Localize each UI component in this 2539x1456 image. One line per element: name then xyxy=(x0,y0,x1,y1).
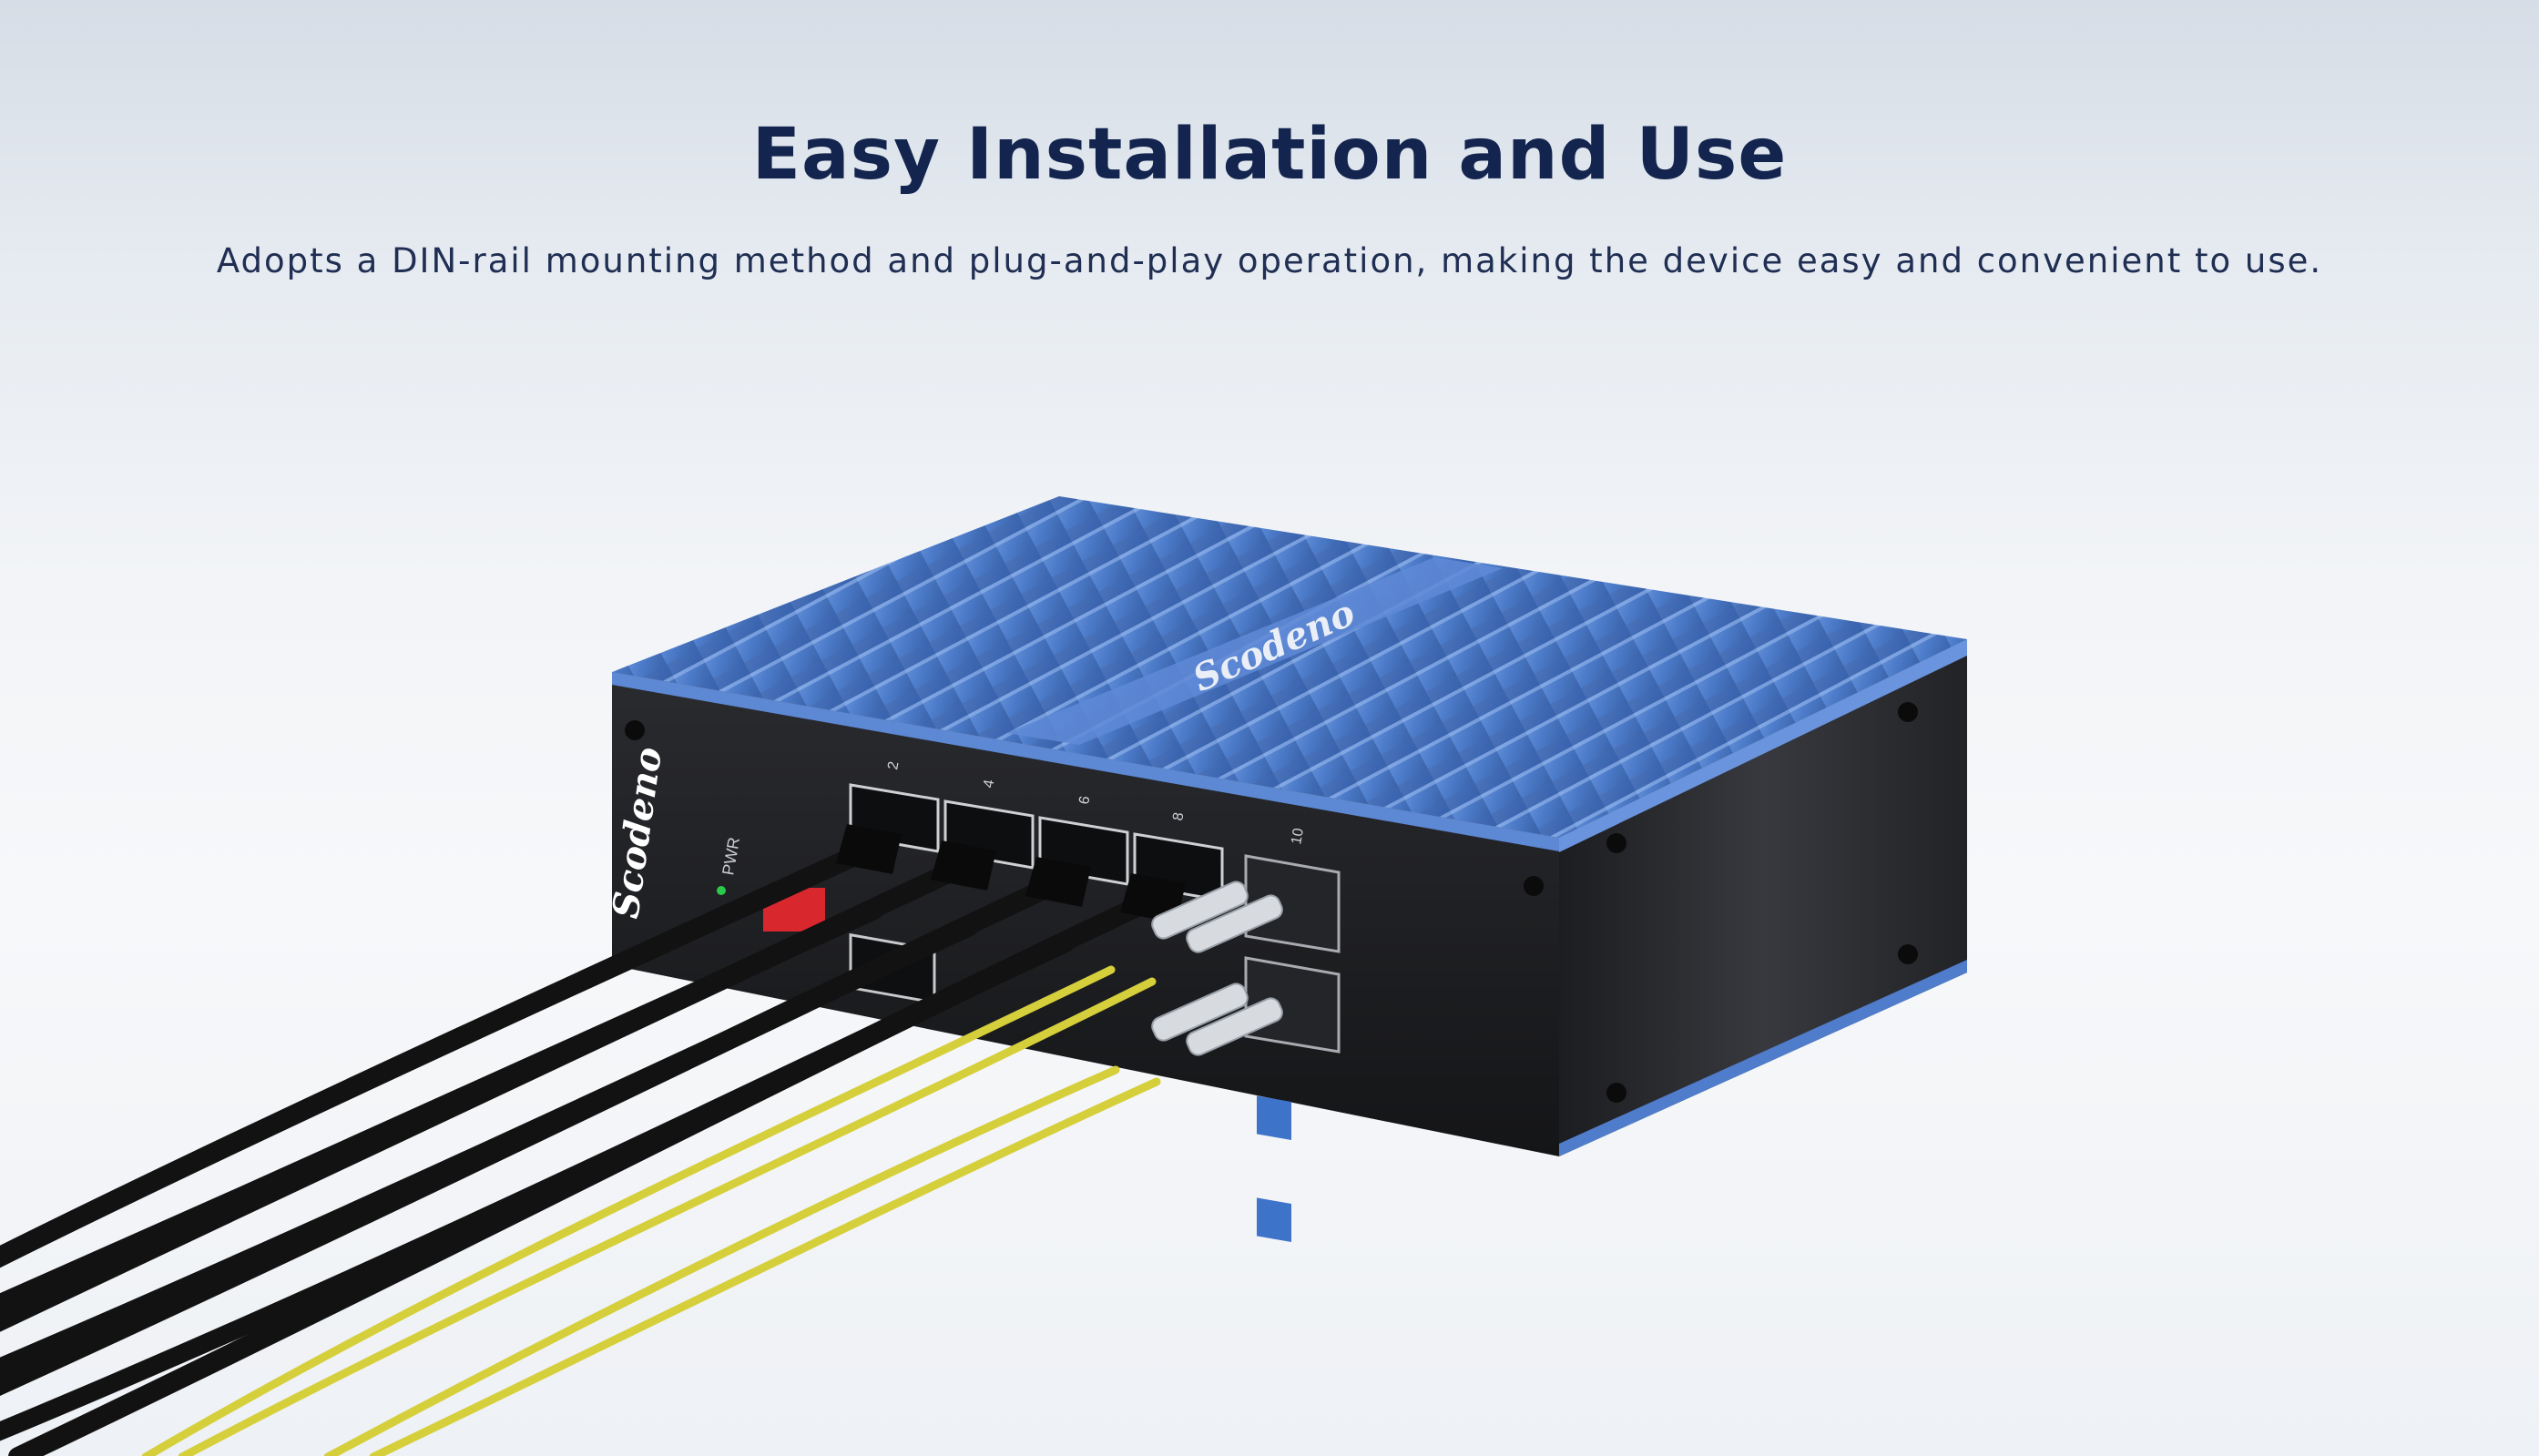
page-subtitle: Adopts a DIN-rail mounting method and pl… xyxy=(216,241,2323,280)
port-number: 10 xyxy=(1289,827,1307,846)
fiber-cables xyxy=(141,965,1161,1456)
screw-icon xyxy=(1606,833,1626,853)
screw-icon xyxy=(625,720,645,740)
pwr-led-icon xyxy=(717,886,726,895)
port-number: 6 xyxy=(1076,795,1093,806)
page-title: Easy Installation and Use xyxy=(751,114,1788,196)
port-number: 2 xyxy=(885,760,902,771)
housing-side xyxy=(1559,639,1967,1156)
screw-icon xyxy=(1606,1083,1626,1103)
lc-connectors xyxy=(1151,881,1283,1056)
screw-icon xyxy=(1524,876,1544,896)
screw-icon xyxy=(1898,702,1918,722)
housing-top xyxy=(612,496,1967,838)
port-number: 4 xyxy=(981,779,997,789)
screw-icon xyxy=(1898,944,1918,964)
ethernet-cables xyxy=(0,837,1167,1456)
port-number: 8 xyxy=(1170,811,1187,822)
